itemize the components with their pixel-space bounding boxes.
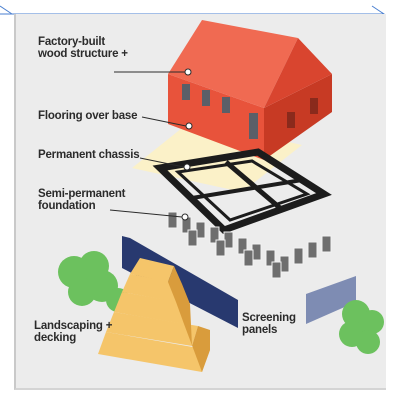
pointer-dot xyxy=(183,163,191,171)
house-window xyxy=(202,90,210,106)
chassis-crossbar xyxy=(191,178,303,200)
label-flooring: Flooring over base xyxy=(38,110,138,122)
foundation-pier xyxy=(271,261,282,279)
foundation-pier xyxy=(215,239,226,257)
house-window xyxy=(310,98,318,114)
chassis-crossbar xyxy=(224,160,282,210)
leader-line xyxy=(109,209,183,218)
label-screening: Screening panels xyxy=(242,312,296,336)
foundation-pier xyxy=(243,249,254,267)
house-front-wall xyxy=(168,74,264,160)
pointer-dot xyxy=(181,213,189,221)
screening-panel-light xyxy=(306,276,356,324)
house-window xyxy=(182,84,190,100)
house-roof-gable xyxy=(264,38,332,108)
foundation-pier xyxy=(209,226,220,244)
foundation-piers xyxy=(167,211,332,279)
pointer-dot xyxy=(184,68,192,76)
foundation-pier xyxy=(237,237,248,255)
exploded-house-diagram xyxy=(58,20,384,372)
foundation-pier xyxy=(265,249,276,267)
label-foundation: Semi-permanent foundation xyxy=(38,188,126,212)
label-wood-structure: Factory-built wood structure + xyxy=(38,36,128,60)
house-gable-wall xyxy=(264,74,332,160)
leader-line xyxy=(139,157,185,168)
decking-stairs xyxy=(98,258,210,372)
house-window xyxy=(287,112,295,128)
bush-right xyxy=(339,300,384,354)
foundation-pier xyxy=(167,211,178,229)
chassis-frame xyxy=(152,148,332,235)
foundation-pier xyxy=(321,235,332,253)
house-window xyxy=(222,97,230,113)
house-door xyxy=(249,113,258,139)
label-landscaping: Landscaping + decking xyxy=(34,320,113,344)
label-chassis: Permanent chassis xyxy=(38,149,140,161)
diagram-panel xyxy=(14,14,386,390)
foundation-pier xyxy=(307,241,318,259)
pointer-dot xyxy=(185,122,193,130)
foundation-pier xyxy=(293,247,304,265)
leader-line xyxy=(141,116,187,127)
house-roof xyxy=(168,20,298,108)
bush-left xyxy=(58,251,130,312)
foundation-pier xyxy=(187,229,198,247)
